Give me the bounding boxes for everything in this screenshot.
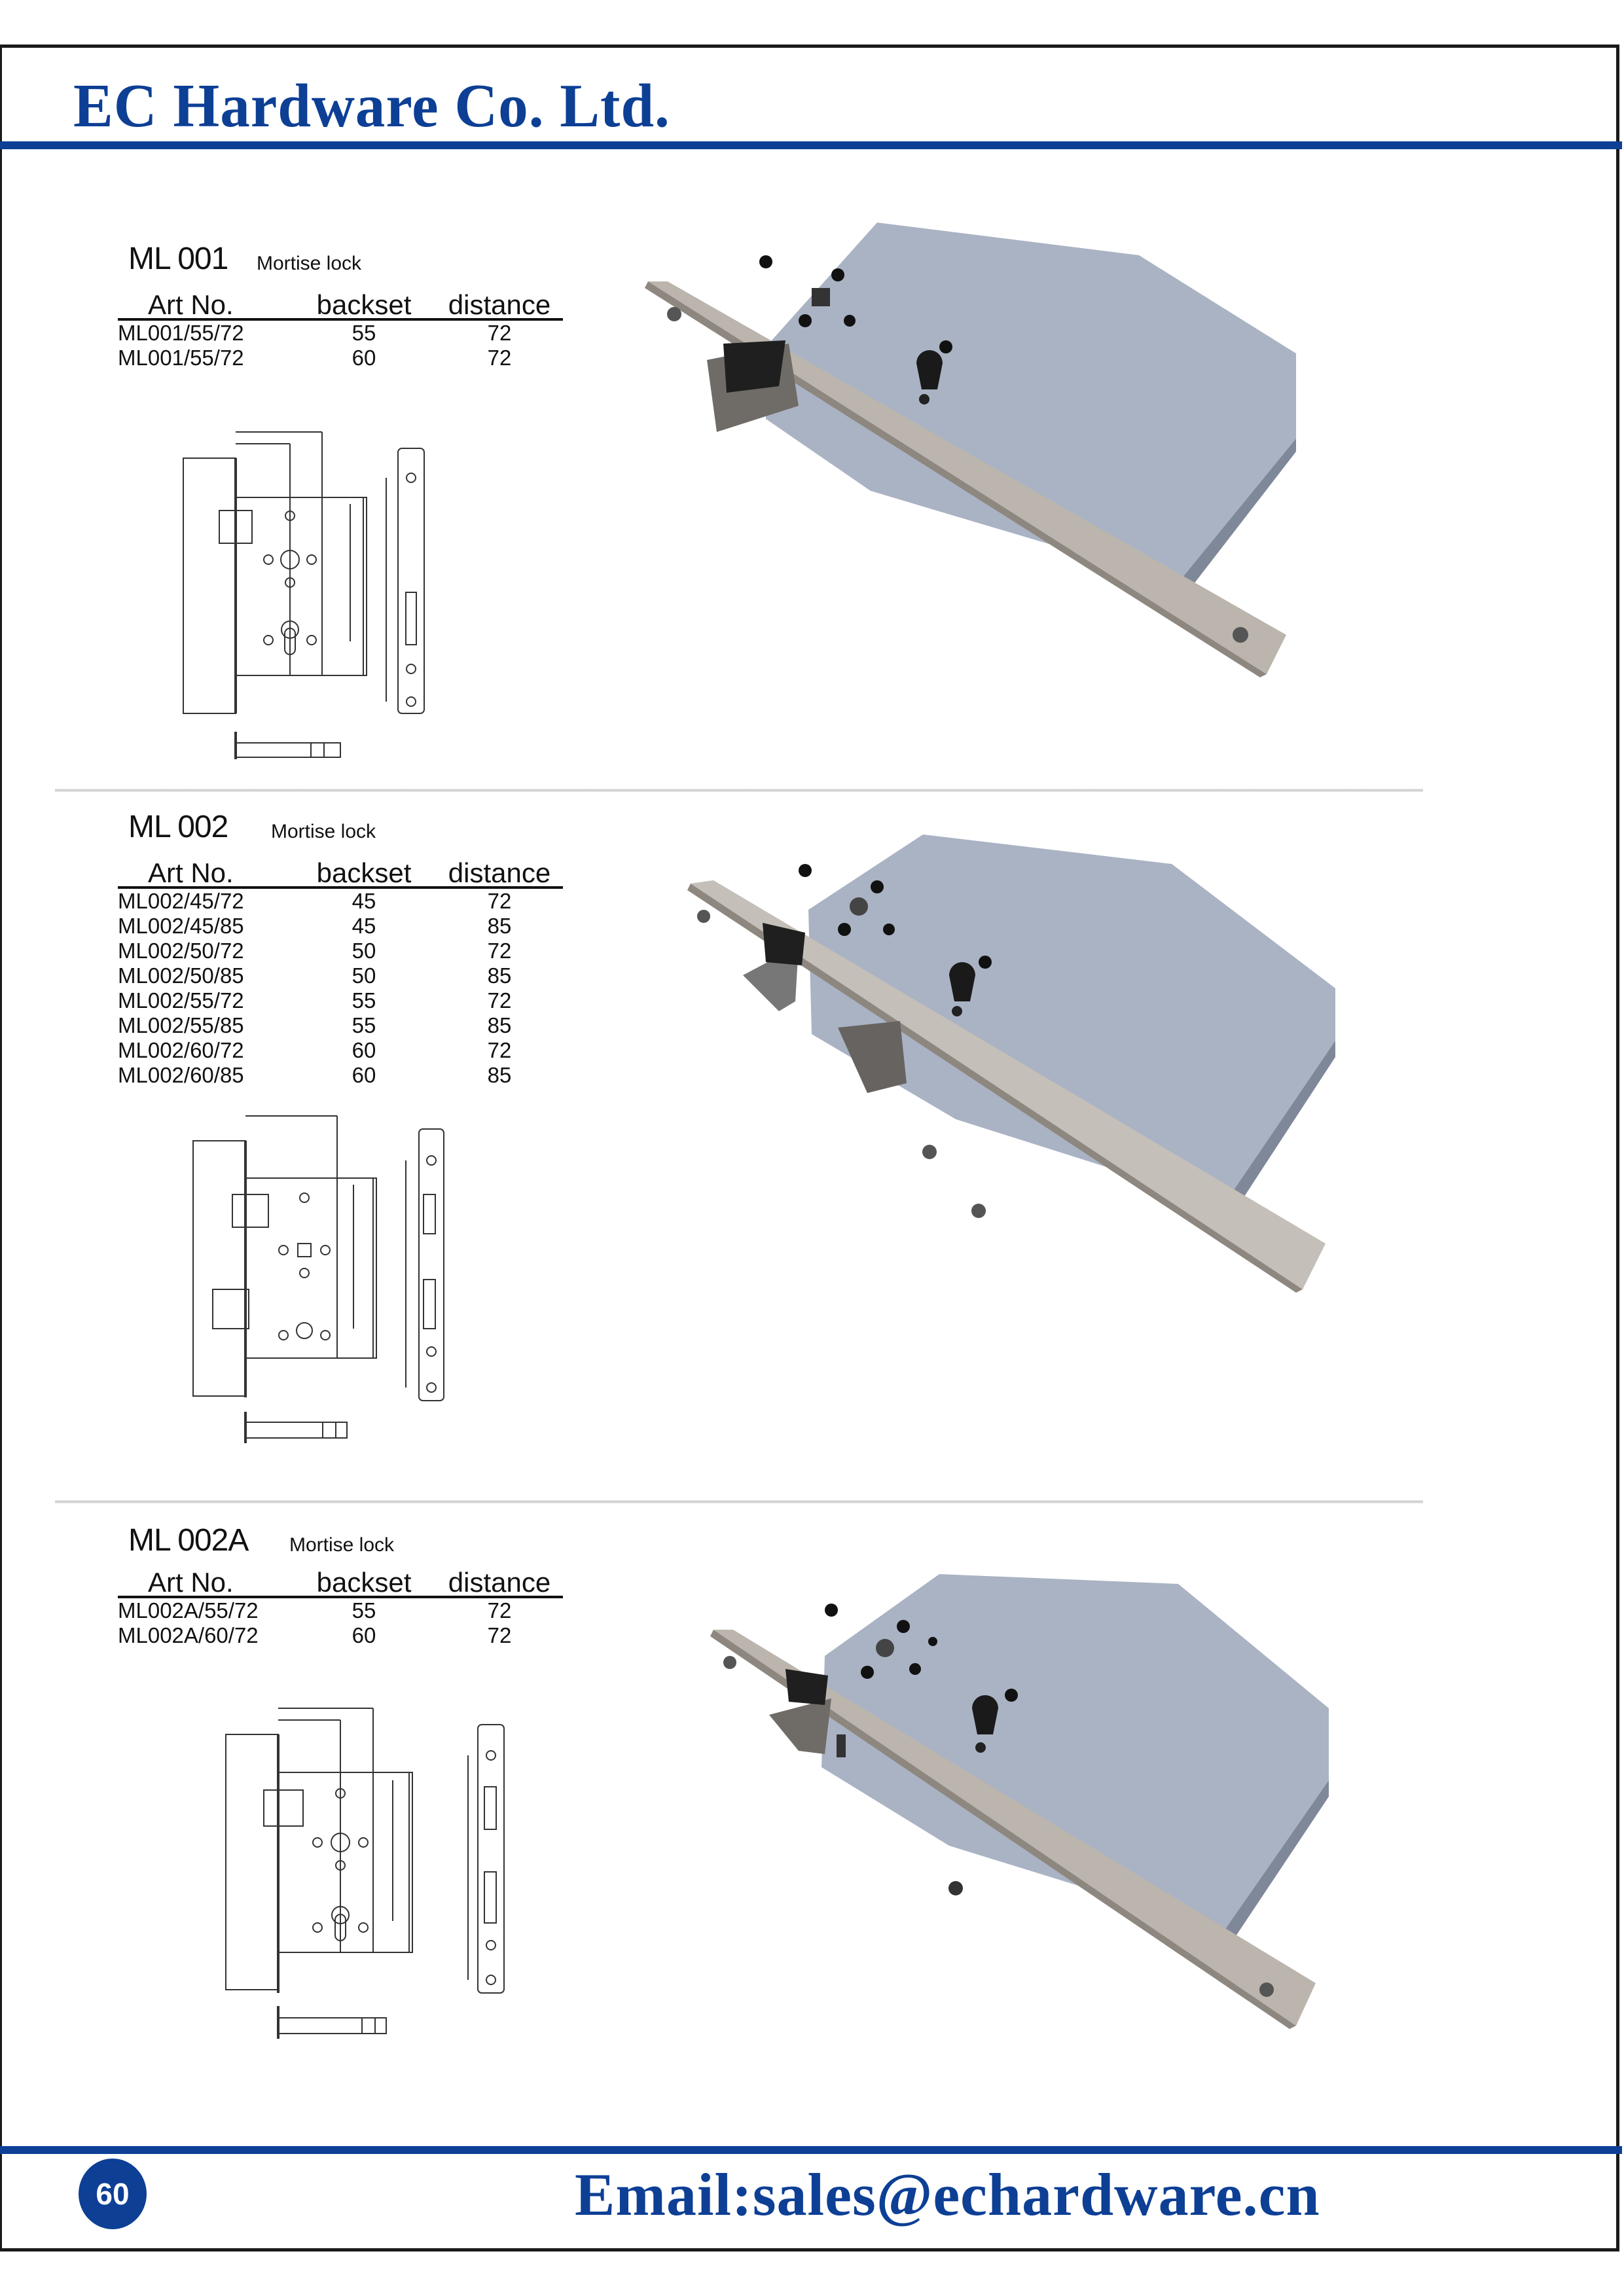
footer-rule [0,2146,1622,2154]
distance: 72 [487,321,512,345]
table-row: ML002/50/85 50 85 [118,963,563,988]
column-header-art-no: Art No. [118,859,292,889]
technical-drawing-icon [192,1115,444,1443]
distance: 72 [487,939,512,963]
table-row: ML002/55/72 55 72 [118,988,563,1013]
distance: 72 [487,1038,512,1062]
art-no: ML001/55/72 [118,321,244,345]
column-header-art-no: Art No. [118,291,292,321]
distance: 85 [487,914,512,938]
art-no: ML002A/60/72 [118,1623,259,1647]
header-rule [0,141,1622,149]
table-row: ML002/55/85 55 85 [118,1013,563,1038]
page-frame [0,45,1619,2251]
distance: 85 [487,1013,512,1037]
distance: 72 [487,346,512,370]
company-name: EC Hardware Co. Ltd. [73,72,670,140]
backset: 60 [352,1623,376,1647]
product-type: Mortise lock [271,821,376,842]
contact-email: Email:sales@echardware.cn [575,2161,1320,2228]
backset: 55 [352,1013,376,1037]
column-header-distance: distance [436,859,563,889]
product-type: Mortise lock [289,1534,395,1556]
art-no: ML002A/55/72 [118,1598,259,1623]
product-model: ML 001 [128,242,228,276]
art-no: ML002/45/85 [118,914,244,938]
backset: 45 [352,914,376,938]
art-no: ML002/55/72 [118,988,244,1013]
table-row: ML002A/60/72 60 72 [118,1623,563,1648]
table-row: ML001/55/72 55 72 [118,319,563,346]
page-number-badge: 60 [79,2159,147,2229]
spec-table: Art No. backset distance ML002A/55/72 55 7… [118,1569,563,1648]
backset: 50 [352,963,376,988]
mortise-lock-photo [687,834,1335,1293]
technical-drawing-icon [183,431,425,759]
column-header-backset: backset [292,1569,436,1598]
distance: 72 [487,1623,512,1647]
section-divider [55,789,1423,792]
table-row: ML002A/55/72 55 72 [118,1597,563,1623]
column-header-backset: backset [292,859,436,889]
distance: 85 [487,1063,512,1087]
table-row: ML002/45/85 45 85 [118,914,563,939]
distance: 72 [487,988,512,1013]
mortise-lock-photo [645,223,1296,677]
backset: 60 [352,1038,376,1062]
art-no: ML002/50/85 [118,963,244,988]
column-header-distance: distance [436,1569,563,1598]
product-model: ML 002A [128,1523,249,1558]
backset: 55 [352,988,376,1013]
column-header-distance: distance [436,291,563,321]
backset: 45 [352,889,376,913]
backset: 60 [352,346,376,370]
distance: 72 [487,1598,512,1623]
table-row: ML002/45/72 45 72 [118,888,563,914]
spec-table: Art No. backset distance ML002/45/72 45 72… [118,859,563,1088]
table-row: ML002/60/85 60 85 [118,1063,563,1088]
section-divider [55,1500,1423,1503]
spec-table: Art No. backset distance ML001/55/72 55 72… [118,291,563,370]
art-no: ML002/55/85 [118,1013,244,1037]
art-no: ML002/50/72 [118,939,244,963]
distance: 72 [487,889,512,913]
column-header-backset: backset [292,291,436,321]
product-model: ML 002 [128,810,228,844]
technical-drawing-icon [225,1708,505,2039]
mortise-lock-photo [710,1574,1329,2029]
art-no: ML002/60/72 [118,1038,244,1062]
product-type: Mortise lock [257,253,362,274]
art-no: ML002/45/72 [118,889,244,913]
backset: 60 [352,1063,376,1087]
art-no: ML002/60/85 [118,1063,244,1087]
art-no: ML001/55/72 [118,346,244,370]
table-row: ML001/55/72 60 72 [118,346,563,370]
table-row: ML002/60/72 60 72 [118,1038,563,1063]
backset: 55 [352,1598,376,1623]
backset: 55 [352,321,376,345]
column-header-art-no: Art No. [118,1569,292,1598]
distance: 85 [487,963,512,988]
table-row: ML002/50/72 50 72 [118,939,563,963]
backset: 50 [352,939,376,963]
